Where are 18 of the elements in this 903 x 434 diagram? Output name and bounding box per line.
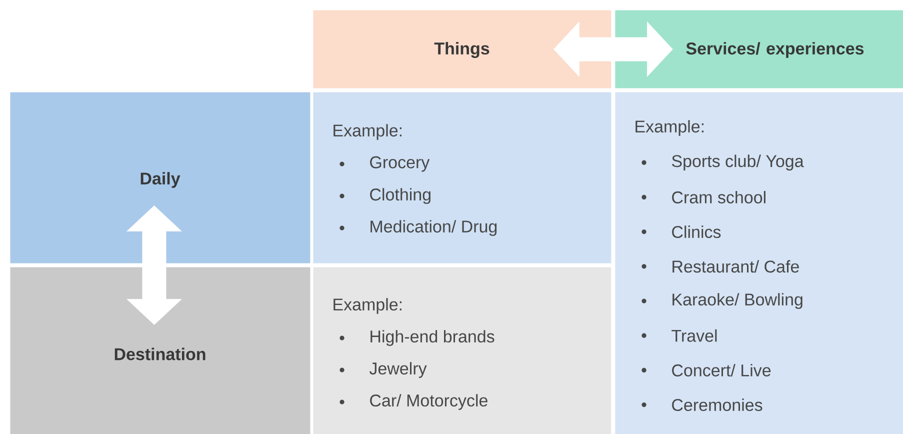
list-item: Clinics xyxy=(672,226,721,238)
list-item: Grocery xyxy=(370,156,430,172)
list-item: Karaoke/ Bowling xyxy=(672,293,802,309)
row-header: Destination xyxy=(10,267,310,434)
list-item: Clothing xyxy=(370,188,430,204)
list-item: Medication/ Drug xyxy=(370,220,497,236)
list-item: Cram school xyxy=(672,190,766,204)
row-header: Daily xyxy=(10,92,310,264)
list-item: Restaurant/ Cafe xyxy=(672,260,799,273)
list-item: Concert/ Live xyxy=(672,364,771,376)
list-item: Car/ Motorcycle xyxy=(370,394,488,410)
list-item: Ceremonies xyxy=(672,398,762,412)
list-item: High-end brands xyxy=(370,330,494,346)
column-header: Services/ experiences xyxy=(615,10,903,88)
column-header: Things xyxy=(313,10,612,88)
list-item: Jewelry xyxy=(369,362,427,378)
list-item: Sports club/ Yoga xyxy=(672,154,804,171)
list-item: Travel xyxy=(672,329,717,342)
